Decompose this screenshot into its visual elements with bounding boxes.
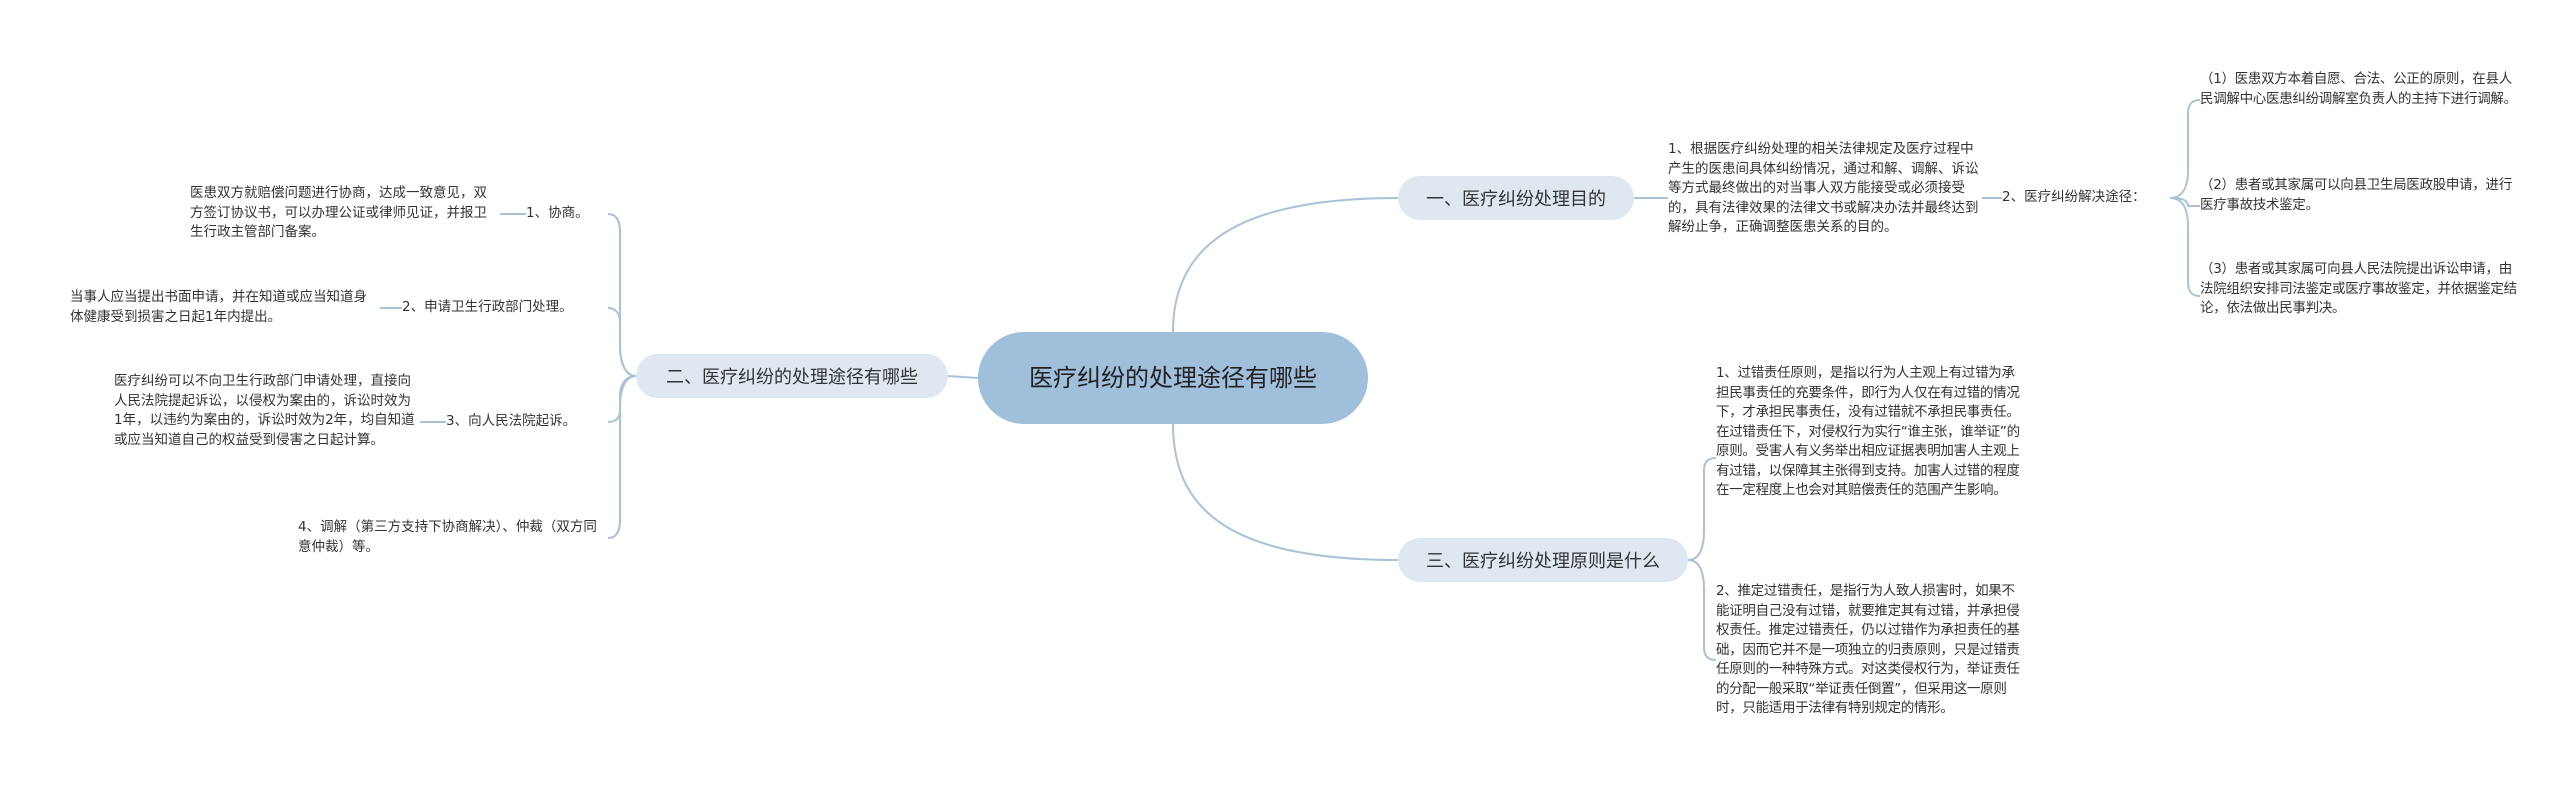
connector-root-b3 — [1172, 423, 1399, 561]
branch-methods[interactable]: 二、医疗纠纷的处理途径有哪些 — [636, 354, 948, 398]
principle-1: 1、过错责任原则，是指以行为人主观上有过错为承担民事责任的充要条件，即行为人仅在… — [1716, 365, 2020, 498]
connector-b2-bracket-2 — [607, 307, 637, 377]
principle-2: 2、推定过错责任，是指行为人致人损害时，如果不能证明自己没有过错，就要推定其有过… — [1716, 583, 2020, 716]
branch-purpose[interactable]: 一、医疗纠纷处理目的 — [1398, 176, 1634, 220]
method-2-label: 2、申请卫生行政部门处理。 — [402, 299, 573, 315]
connector-b1-bracket-low — [2169, 197, 2201, 297]
resolution-item-3: （3）患者或其家属可向县人民法院提出诉讼申请，由法院组织安排司法鉴定或医疗事故鉴… — [2200, 261, 2517, 316]
root-title: 医疗纠纷的处理途径有哪些 — [1029, 364, 1317, 392]
resolution-item-2: （2）患者或其家属可以向县卫生局医政股申请，进行医疗事故技术鉴定。 — [2200, 177, 2512, 213]
branch-methods-label: 二、医疗纠纷的处理途径有哪些 — [666, 367, 918, 388]
branch-purpose-label: 一、医疗纠纷处理目的 — [1426, 189, 1606, 210]
method-1-label: 1、协商。 — [526, 205, 589, 221]
method-3-detail: 医疗纠纷可以不向卫生行政部门申请处理，直接向人民法院提起诉讼，以侵权为案由的，诉… — [114, 373, 415, 448]
connector-b3-bracket — [1687, 457, 1717, 561]
connector-root-b1 — [1172, 197, 1399, 333]
root-topic[interactable]: 医疗纠纷的处理途径有哪些 — [978, 332, 1368, 424]
connector-b2-bracket-4 — [607, 375, 637, 539]
method-3-label: 3、向人民法院起诉。 — [446, 413, 577, 429]
resolution-item-1: （1）医患双方本着自愿、合法、公正的原则，在县人民调解中心医患纠纷调解室负责人的… — [2200, 71, 2517, 107]
branch-principles-label: 三、医疗纠纷处理原则是什么 — [1426, 551, 1660, 572]
connector-root-b2 — [947, 375, 979, 379]
connector-b3-bracket-low — [1687, 559, 1717, 661]
method-4-label: 4、调解（第三方支持下协商解决）、仲裁（双方同意仲裁）等。 — [298, 519, 597, 555]
branch-principles[interactable]: 三、医疗纠纷处理原则是什么 — [1398, 538, 1688, 582]
method-1-detail: 医患双方就赔偿问题进行协商，达成一致意见，双方签订协议书，可以办理公证或律师见证… — [190, 185, 487, 240]
resolution-path-label: 2、医疗纠纷解决途径： — [2002, 189, 2146, 205]
method-2-detail: 当事人应当提出书面申请，并在知道或应当知道身体健康受到损害之日起1年内提出。 — [70, 289, 367, 325]
connector-b2-bracket-3 — [607, 375, 637, 423]
connector-b1-bracket — [2169, 99, 2201, 199]
connector-b2-bracket — [607, 213, 637, 377]
purpose-text: 1、根据医疗纠纷处理的相关法律规定及医疗过程中产生的医患间具体纠纷情况，通过和解… — [1668, 141, 1979, 235]
